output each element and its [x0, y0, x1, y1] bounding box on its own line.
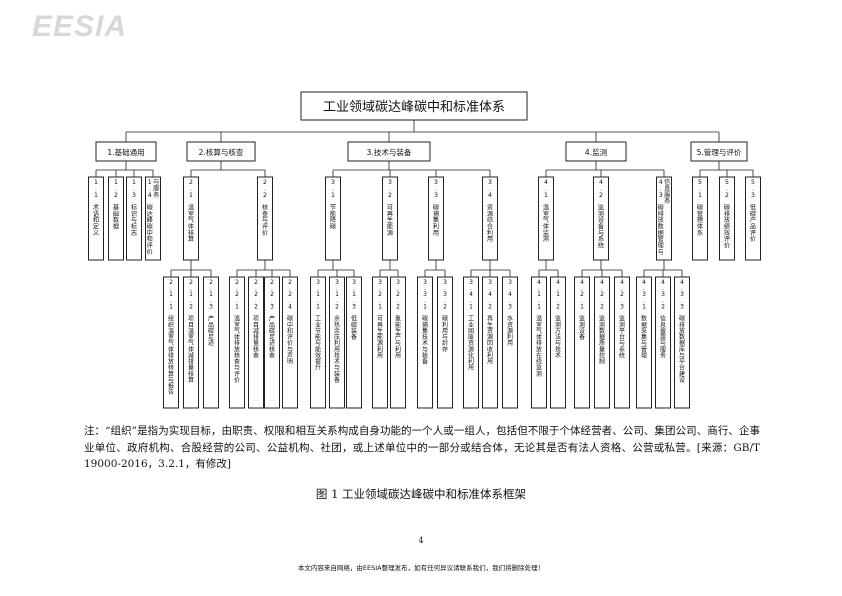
subcategory-box: [719, 176, 735, 261]
item-label: 3.4.1 工业固废资源化利用: [468, 279, 474, 372]
definition-note: 注：“组织”是指为实现目标，由职责、权限和相互关系构成自身功能的一个人或一组人，…: [84, 425, 760, 470]
item-label: 3.3.1 碳捕集技术与装备: [422, 279, 428, 366]
item-box: [502, 276, 518, 409]
subcategory-label: 4.3 碳排放数据管理与信息服务: [658, 178, 671, 256]
item-box: [614, 276, 630, 409]
item-label: 3.1.3 低碳装备: [351, 279, 357, 341]
item-box: [531, 276, 547, 409]
subcategory-label: 4.2 监测设备与系统: [598, 179, 605, 249]
item-label: 4.2.1 监测设备: [579, 279, 585, 341]
subcategory-label: 5.1 碳管理体系: [697, 179, 704, 237]
root-title: 工业领域碳达峰碳中和标准体系: [323, 100, 505, 115]
category-label: 2.核算与核查: [199, 147, 244, 157]
subcategory-box: [108, 176, 124, 261]
subcategory-label: 4.1 温室气体监测: [543, 179, 550, 243]
category-label: 3.技术与装备: [367, 147, 412, 157]
item-box: [183, 276, 199, 409]
item-box: [390, 276, 406, 409]
item-box: [437, 276, 453, 409]
item-box: [203, 276, 219, 409]
root-box: [300, 91, 528, 121]
item-label: 2.2.3 产品碳足迹核查: [269, 279, 275, 359]
subcategory-label: 3.1 节能降碳: [330, 179, 337, 230]
subcategory-label: 5.3 低碳产品评价: [750, 179, 757, 243]
item-box: [248, 276, 264, 409]
item-label: 4.2.2 监测数据质量控制: [599, 279, 605, 366]
eesia-logo: EESIA: [32, 10, 128, 43]
item-label: 3.4.2 再生资源回收利用: [487, 279, 493, 366]
subcategory-label: 2.2 核查与评价: [262, 179, 268, 237]
item-box: [655, 276, 671, 409]
subcategory-label: 3.4 资源综合利用: [487, 179, 493, 243]
subcategory-box: [692, 176, 708, 261]
subcategory-box: [126, 176, 142, 261]
subcategory-label: 5.2 碳排放绩效评价: [724, 179, 731, 249]
item-box: [482, 276, 498, 409]
item-label: 3.1.1 工业节能与能效提升: [315, 279, 321, 372]
item-label: 3.3.2 碳利用与封存: [442, 279, 448, 353]
standard-system-diagram: 工业领域碳达峰碳中和标准体系 1.基础通用 1.1 术语和定义 1.2 基础数据 1.3…: [88, 91, 761, 409]
item-label: 2.2.2 项目减排量核查: [253, 279, 259, 359]
figure-caption: 图 1 工业领域碳达峰碳中和标准体系框架: [315, 487, 527, 501]
subcategory-box: [745, 176, 761, 261]
item-box: [550, 276, 566, 409]
category-label: 1.基础通用: [107, 147, 144, 157]
item-label: 4.3.2 信息披露与服务: [660, 279, 666, 359]
item-label: 2.1.3 产品碳足迹: [208, 279, 214, 347]
item-label: 4.1.2 监测方法与技术: [555, 279, 561, 359]
item-label: 2.1.1 组织温室气体排放核算与报告: [168, 279, 174, 396]
item-label: 3.1.2 余热余压利用技术与装备: [334, 279, 340, 384]
item-box: [636, 276, 652, 409]
item-label: 3.2.1 可再生能源利用: [377, 279, 383, 359]
subcategory-label: 3.2 可再生能源: [387, 179, 393, 237]
item-label: 4.2.3 监测平台与系统: [619, 279, 625, 359]
item-box: [574, 276, 590, 409]
item-label: 3.2.2 氢能生产与利用: [395, 279, 401, 359]
item-label: 4.3.1 数据采集与管理: [641, 279, 647, 359]
item-box: [229, 276, 245, 409]
item-box: [264, 276, 280, 409]
item-box: [346, 276, 362, 409]
subcategory-label: 1.3 标识与标志: [131, 179, 137, 237]
item-label: 2.1.2 项目温室气体减排量核算: [188, 279, 194, 384]
subcategory-label: 1.1 术语和定义: [93, 179, 99, 237]
subcategory-label: 1.4 碳达峰碳中和评价与服务: [147, 178, 160, 256]
item-box: [282, 276, 298, 409]
item-label: 3.4.3 水资源利用: [507, 279, 513, 347]
item-box: [674, 276, 690, 409]
subcategory-box: [88, 176, 104, 261]
item-box: [372, 276, 388, 409]
subcategory-box: [145, 176, 161, 261]
subcategory-label: 3.3 碳捕集利用: [433, 179, 440, 237]
item-label: 2.2.4 碳中和评价与声明: [287, 279, 293, 366]
item-box: [463, 276, 479, 409]
item-label: 4.1.1 温室气体排放在线监测: [536, 279, 542, 378]
subcategory-label: 1.2 基础数据: [113, 179, 120, 230]
category-label: 5.管理与评价: [697, 147, 742, 157]
page-number: 4: [418, 536, 424, 545]
item-label: 2.2.1 温室气体排放核查与评价: [234, 279, 240, 384]
item-label: 4.3.3 碳排放数据库与平台建设: [679, 279, 685, 384]
item-box: [329, 276, 345, 409]
footer-disclaimer: 本文内容来自网络，由EESIA整理发布，如有任何异议请联系我们，我们将删除处理！: [297, 564, 545, 572]
item-box: [594, 276, 610, 409]
item-box: [163, 276, 179, 409]
category-label: 4.监测: [585, 147, 607, 157]
item-box: [310, 276, 326, 409]
item-box: [417, 276, 433, 409]
subcategory-label: 2.1 温室气体核算: [188, 179, 195, 243]
